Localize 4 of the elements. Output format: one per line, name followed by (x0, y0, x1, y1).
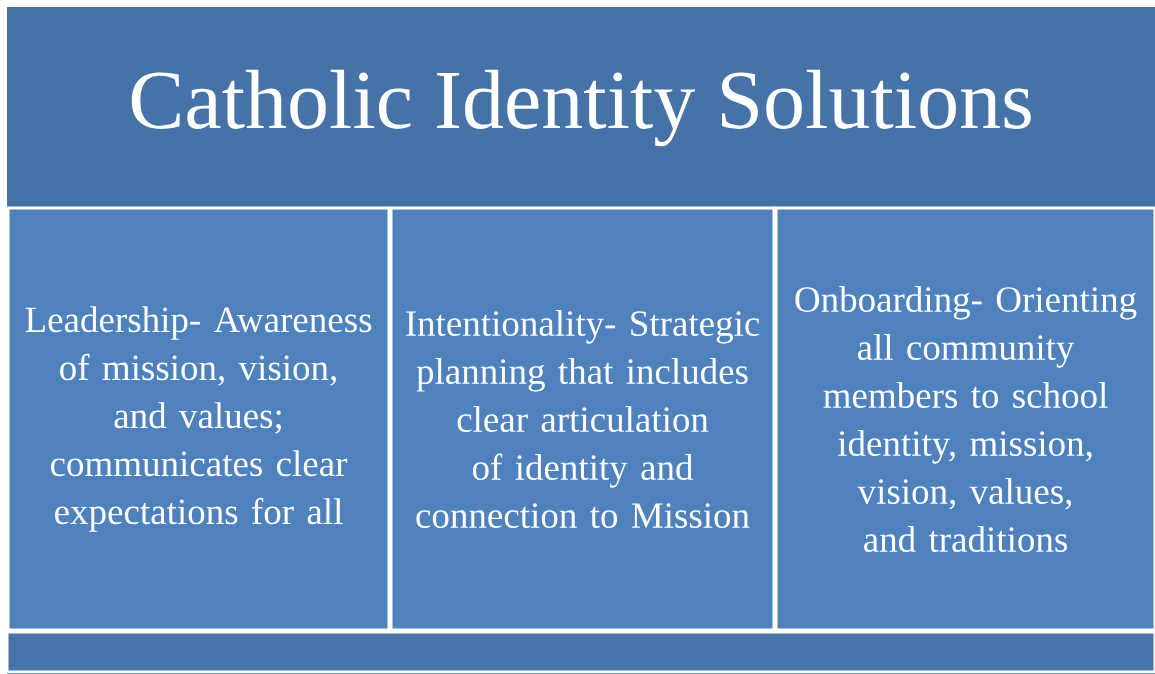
text-box: Leadership- Awareness of mission, vision, and values; communicates clear expectations for all (6, 206, 391, 632)
text-box: Onboarding- Orienting all community members to school identity, mission, vision, values, and traditions (774, 206, 1155, 632)
title: Catholic Identity Solutions (131, 69, 1031, 147)
text-box: Intentionality- Strategic planning that includes clear articulation of identity and connection to Mission (389, 206, 776, 632)
